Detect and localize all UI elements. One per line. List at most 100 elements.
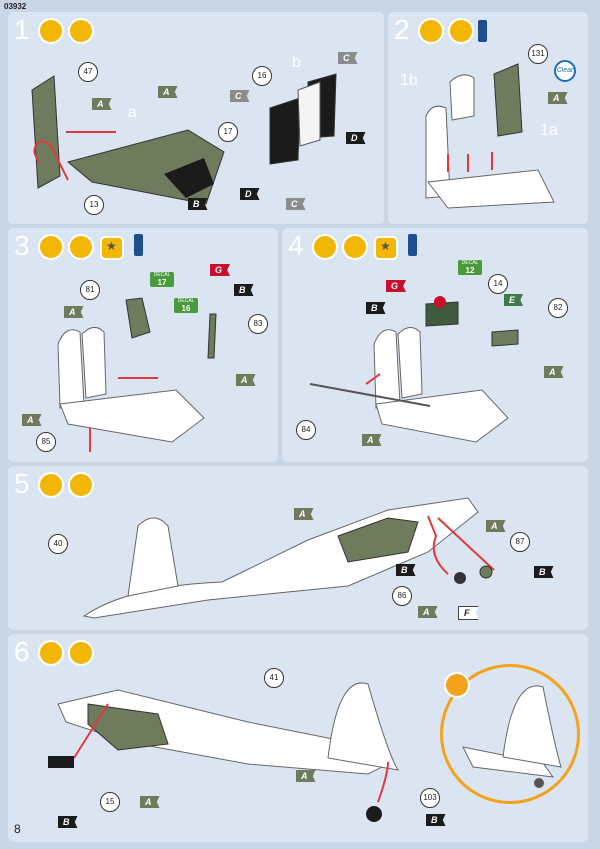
color-tag-a: A — [64, 306, 84, 318]
part-number: 15 — [100, 792, 120, 812]
step-1-sub-a: a — [128, 104, 137, 121]
part-number: 14 — [488, 274, 508, 294]
part-number: 41 — [264, 668, 284, 688]
cement-icon — [38, 640, 64, 666]
step-6-number: 6 — [14, 636, 30, 667]
color-tag-a: A — [140, 796, 160, 808]
part-number: 83 — [248, 314, 268, 334]
color-tag-g: G — [210, 264, 231, 276]
part-number: 47 — [78, 62, 98, 82]
paint-tube-icon — [478, 20, 487, 42]
color-tag-g: G — [386, 280, 407, 292]
color-tag-b: B — [366, 302, 386, 314]
step-1-number: 1 — [14, 14, 30, 45]
cement-icon — [38, 472, 64, 498]
part-number: 17 — [218, 122, 238, 142]
page-number: 8 — [14, 822, 21, 836]
color-tag-b: B — [396, 564, 416, 576]
color-tag-a: A — [22, 414, 42, 426]
paint-brush-icon — [68, 640, 94, 666]
color-tag-a: A — [296, 770, 316, 782]
color-tag-d: D — [240, 188, 260, 200]
decal-label: DECAL — [461, 260, 479, 266]
paint-brush-icon — [68, 472, 94, 498]
color-tag-c: C — [338, 52, 358, 64]
part-number: 86 — [392, 586, 412, 606]
part-number: 103 — [420, 788, 440, 808]
step-1-panel: 1 a b 47 13 16 17 A A B C C C D D — [8, 12, 384, 224]
decal-icon — [100, 236, 124, 260]
color-tag-c: C — [286, 198, 306, 210]
step-2-number: 2 — [394, 14, 410, 45]
part-number: 87 — [510, 532, 530, 552]
step-1-illustration — [31, 73, 337, 205]
step-4-number: 4 — [288, 230, 304, 261]
decal-value: 17 — [157, 278, 167, 287]
step-5-panel: 5 40 86 87 A A B B A F — [8, 466, 588, 630]
color-tag-b: B — [234, 284, 254, 296]
clear-paint-icon: Clear — [554, 60, 576, 82]
color-tag-a: A — [544, 366, 564, 378]
paint-brush-icon — [68, 18, 94, 44]
color-tag-a: A — [362, 434, 382, 446]
decal-set-icon — [134, 234, 143, 256]
part-number: 81 — [80, 280, 100, 300]
part-number: 16 — [252, 66, 272, 86]
step-2-sub-1b: 1b — [400, 72, 418, 89]
cement-icon — [418, 18, 444, 44]
decal-set-icon — [408, 234, 417, 256]
color-tag-c: C — [230, 90, 250, 102]
document-code: 03932 — [4, 2, 27, 11]
paint-brush-icon — [68, 234, 94, 260]
step-3-number: 3 — [14, 230, 30, 261]
step-5-number: 5 — [14, 468, 30, 499]
step-3-illustration — [57, 297, 217, 452]
color-tag-a: A — [92, 98, 112, 110]
cement-icon — [38, 18, 64, 44]
step-2-panel: 2 1b 1a 131 Clear A — [388, 12, 588, 224]
color-tag-a: A — [294, 508, 314, 520]
detail-inset — [440, 664, 580, 804]
color-tag-b: B — [58, 816, 78, 828]
part-number: 82 — [548, 298, 568, 318]
color-tag-f: F — [458, 606, 479, 620]
cement-icon — [312, 234, 338, 260]
color-tag-d: D — [346, 132, 366, 144]
part-number: 84 — [296, 420, 316, 440]
color-tag-a: A — [236, 374, 256, 386]
step-4-illustration — [309, 296, 519, 443]
part-number: 13 — [84, 195, 104, 215]
decal-value: 12 — [465, 266, 475, 275]
part-number: 85 — [36, 432, 56, 452]
step-1-sub-b: b — [292, 54, 301, 71]
asterisk-detail-icon — [444, 672, 470, 698]
color-tag-b: B — [188, 198, 208, 210]
step-2-sub-1a: 1a — [540, 122, 558, 139]
part-number: 40 — [48, 534, 68, 554]
step-6-panel: 6 41 15 103 A B A B — [8, 634, 588, 842]
tail-detail-illustration — [462, 685, 562, 788]
color-tag-a: A — [486, 520, 506, 532]
step-2-illustration — [425, 63, 555, 209]
color-tag-e: E — [504, 294, 524, 306]
step-6-illustration — [48, 682, 400, 822]
paint-brush-icon — [342, 234, 368, 260]
color-tag-b: B — [426, 814, 446, 826]
part-number: 131 — [528, 44, 548, 64]
color-tag-a: A — [548, 92, 568, 104]
decal-label: DECAL — [177, 298, 195, 304]
paint-brush-icon — [448, 18, 474, 44]
cement-icon — [38, 234, 64, 260]
color-tag-a: A — [158, 86, 178, 98]
color-tag-a: A — [418, 606, 438, 618]
decal-icon — [374, 236, 398, 260]
decal-value: 16 — [181, 304, 191, 313]
color-tag-b: B — [534, 566, 554, 578]
step-5-illustration — [82, 497, 495, 619]
decal-label: DECAL — [153, 272, 171, 278]
